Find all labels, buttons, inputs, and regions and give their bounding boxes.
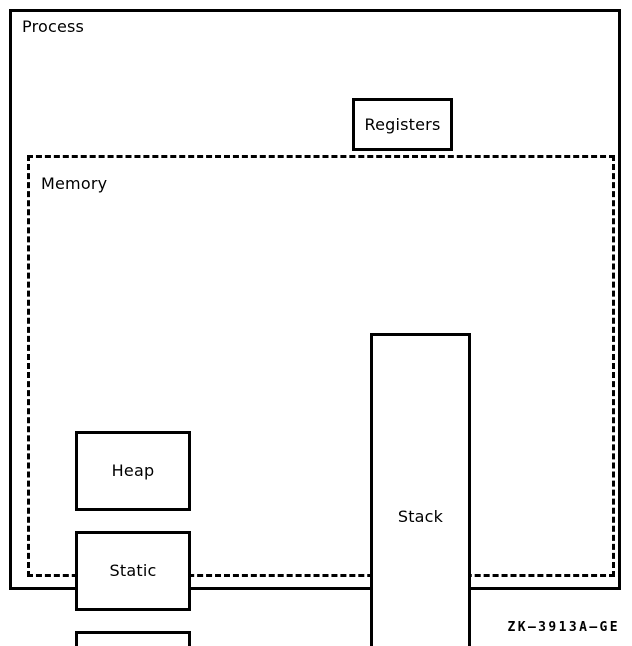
static-block: Static [75,531,191,611]
stack-block: Stack [370,333,471,646]
process-label: Process [22,17,85,36]
registers-label: Registers [364,114,441,134]
stack-label: Stack [397,507,444,526]
static-label: Static [109,561,157,580]
memory-label: Memory [41,174,108,193]
heap-label: Heap [111,461,155,480]
figure-id-caption: ZK–3913A–GE [507,620,620,635]
code-block: Code [75,631,191,646]
process-container: Process Registers Memory Stack Heap Stat… [9,9,621,646]
memory-container: Memory Stack Heap Static Code [27,155,615,646]
registers-block: Registers [352,98,453,151]
heap-block: Heap [75,431,191,511]
